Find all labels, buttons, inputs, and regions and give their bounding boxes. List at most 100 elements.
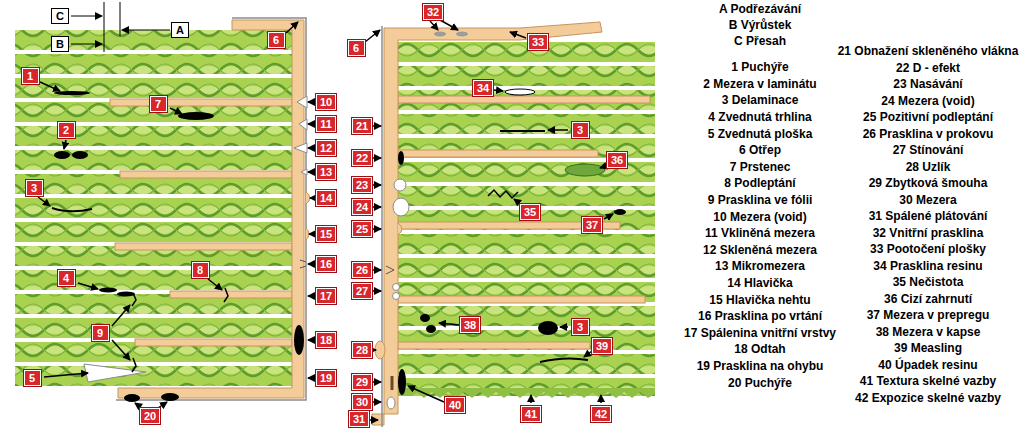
right-leader-lines — [408, 386, 444, 402]
left-hole-defects — [299, 119, 307, 130]
legend-text: 21 Obnažení skleněného vlákna — [838, 45, 1019, 59]
right-defects — [420, 32, 626, 363]
callout-number: 11 — [316, 116, 336, 133]
left-leader-lines — [78, 283, 98, 289]
callout-number: 31 — [349, 411, 369, 428]
right-laminate — [398, 42, 655, 62]
callout-number: 12 — [316, 140, 336, 157]
right-hole-defects — [398, 223, 402, 235]
dimension-lines — [71, 2, 170, 52]
left-laminate — [15, 150, 292, 170]
callout-number: 37 — [582, 217, 602, 234]
callout-number: 36 — [607, 152, 627, 169]
left-leader-lines — [208, 279, 222, 290]
left-hole-defects — [306, 228, 309, 240]
legend-text: 40 Úpadek resinu — [878, 359, 977, 373]
callout-number: 22 — [352, 150, 372, 167]
legend-text: 15 Hlavička nehtu — [709, 294, 810, 308]
right-laminate — [398, 258, 655, 278]
right-leader-lines — [373, 125, 381, 127]
left-leader-lines — [112, 340, 130, 360]
left-copper — [115, 243, 292, 250]
legend-text: 10 Mezera (void) — [713, 211, 806, 225]
legend-text: 11 Vkliněná mezera — [705, 227, 815, 241]
left-hole-defects — [297, 96, 307, 108]
left-leader-lines — [308, 147, 314, 149]
callout-number: 38 — [460, 317, 480, 334]
callout-number: 8 — [192, 262, 209, 279]
left-leader-lines — [308, 123, 314, 125]
left-leader-lines — [44, 373, 88, 377]
right-leader-lines — [510, 32, 526, 38]
left-defects — [178, 112, 214, 120]
left-laminate — [15, 318, 292, 338]
legend-text: B Výrůstek — [729, 19, 792, 33]
right-laminate — [398, 330, 655, 350]
legend-text: 1 Puchýře — [731, 61, 788, 75]
callout-number: 33 — [528, 34, 548, 51]
callout-number: 39 — [592, 338, 612, 355]
right-leader-lines — [439, 323, 459, 325]
right-hole-defects — [375, 341, 385, 359]
callout-number: 29 — [352, 374, 372, 391]
legend-text: 12 Skleněná mezera — [703, 244, 817, 258]
right-leader-lines — [548, 129, 568, 131]
legend-text: C Přesah — [734, 35, 786, 49]
left-laminate — [15, 30, 292, 386]
callout-number: 34 — [473, 80, 493, 97]
right-leader-lines — [600, 395, 602, 403]
right-leader-lines — [584, 351, 592, 357]
left-laminate — [15, 270, 292, 290]
legend-text: 42 Expozice skelné vazby — [855, 392, 1001, 406]
left-leader-lines — [309, 233, 314, 235]
legend-text: 13 Mikromezera — [715, 260, 805, 274]
left-copper — [120, 171, 292, 178]
left-hole-defects — [300, 260, 306, 268]
left-leader-lines — [308, 339, 314, 341]
callout-number: 20 — [140, 408, 160, 425]
left-leader-lines — [310, 197, 314, 199]
left-leader-lines — [40, 82, 60, 91]
right-laminate — [398, 90, 655, 110]
left-leader-lines — [38, 197, 50, 206]
dimension-lines — [71, 44, 102, 45]
legend-text: 33 Pootočení plošky — [870, 243, 986, 257]
right-leader-lines — [600, 166, 606, 168]
legend-text: 19 Prasklina na ohybu — [697, 360, 824, 374]
legend-text: 39 Measling — [894, 342, 962, 356]
legend-text: 22 D - efekt — [896, 62, 960, 76]
right-laminate — [398, 282, 655, 302]
legend-text: 30 Mezera — [899, 194, 956, 208]
right-defects — [540, 358, 588, 362]
dimension-lines — [122, 30, 170, 31]
right-leader-lines — [370, 419, 378, 421]
left-defects — [294, 325, 304, 355]
legend-text: 27 Stínování — [893, 144, 964, 158]
left-leader-lines — [308, 377, 314, 379]
right-hole-defects — [386, 266, 394, 274]
legend-text: 3 Delaminace — [722, 94, 799, 108]
right-copper — [372, 22, 602, 425]
legend-text: 41 Textura skelné vazby — [860, 375, 997, 389]
right-leader-lines — [440, 20, 458, 30]
right-laminate — [398, 42, 655, 398]
callout-number: 42 — [591, 406, 611, 423]
callout-number: 4 — [58, 270, 75, 287]
right-defects — [565, 164, 605, 176]
right-defects — [538, 321, 558, 335]
callout-number: 1 — [22, 68, 39, 85]
left-laminate — [15, 222, 292, 242]
callout-number: 16 — [316, 256, 336, 273]
right-leader-lines — [365, 20, 613, 420]
right-leader-lines — [430, 21, 438, 30]
legend-text: A Podřezávání — [719, 3, 801, 17]
left-plating — [116, 18, 306, 400]
callout-number: 23 — [352, 177, 372, 194]
right-leader-lines — [530, 395, 532, 403]
right-leader-lines — [604, 214, 613, 219]
legend-text: 9 Prasklina ve fólii — [708, 194, 813, 208]
legend-text: 32 Vnitřní prasklina — [873, 227, 984, 241]
callout-number: 25 — [352, 221, 372, 238]
